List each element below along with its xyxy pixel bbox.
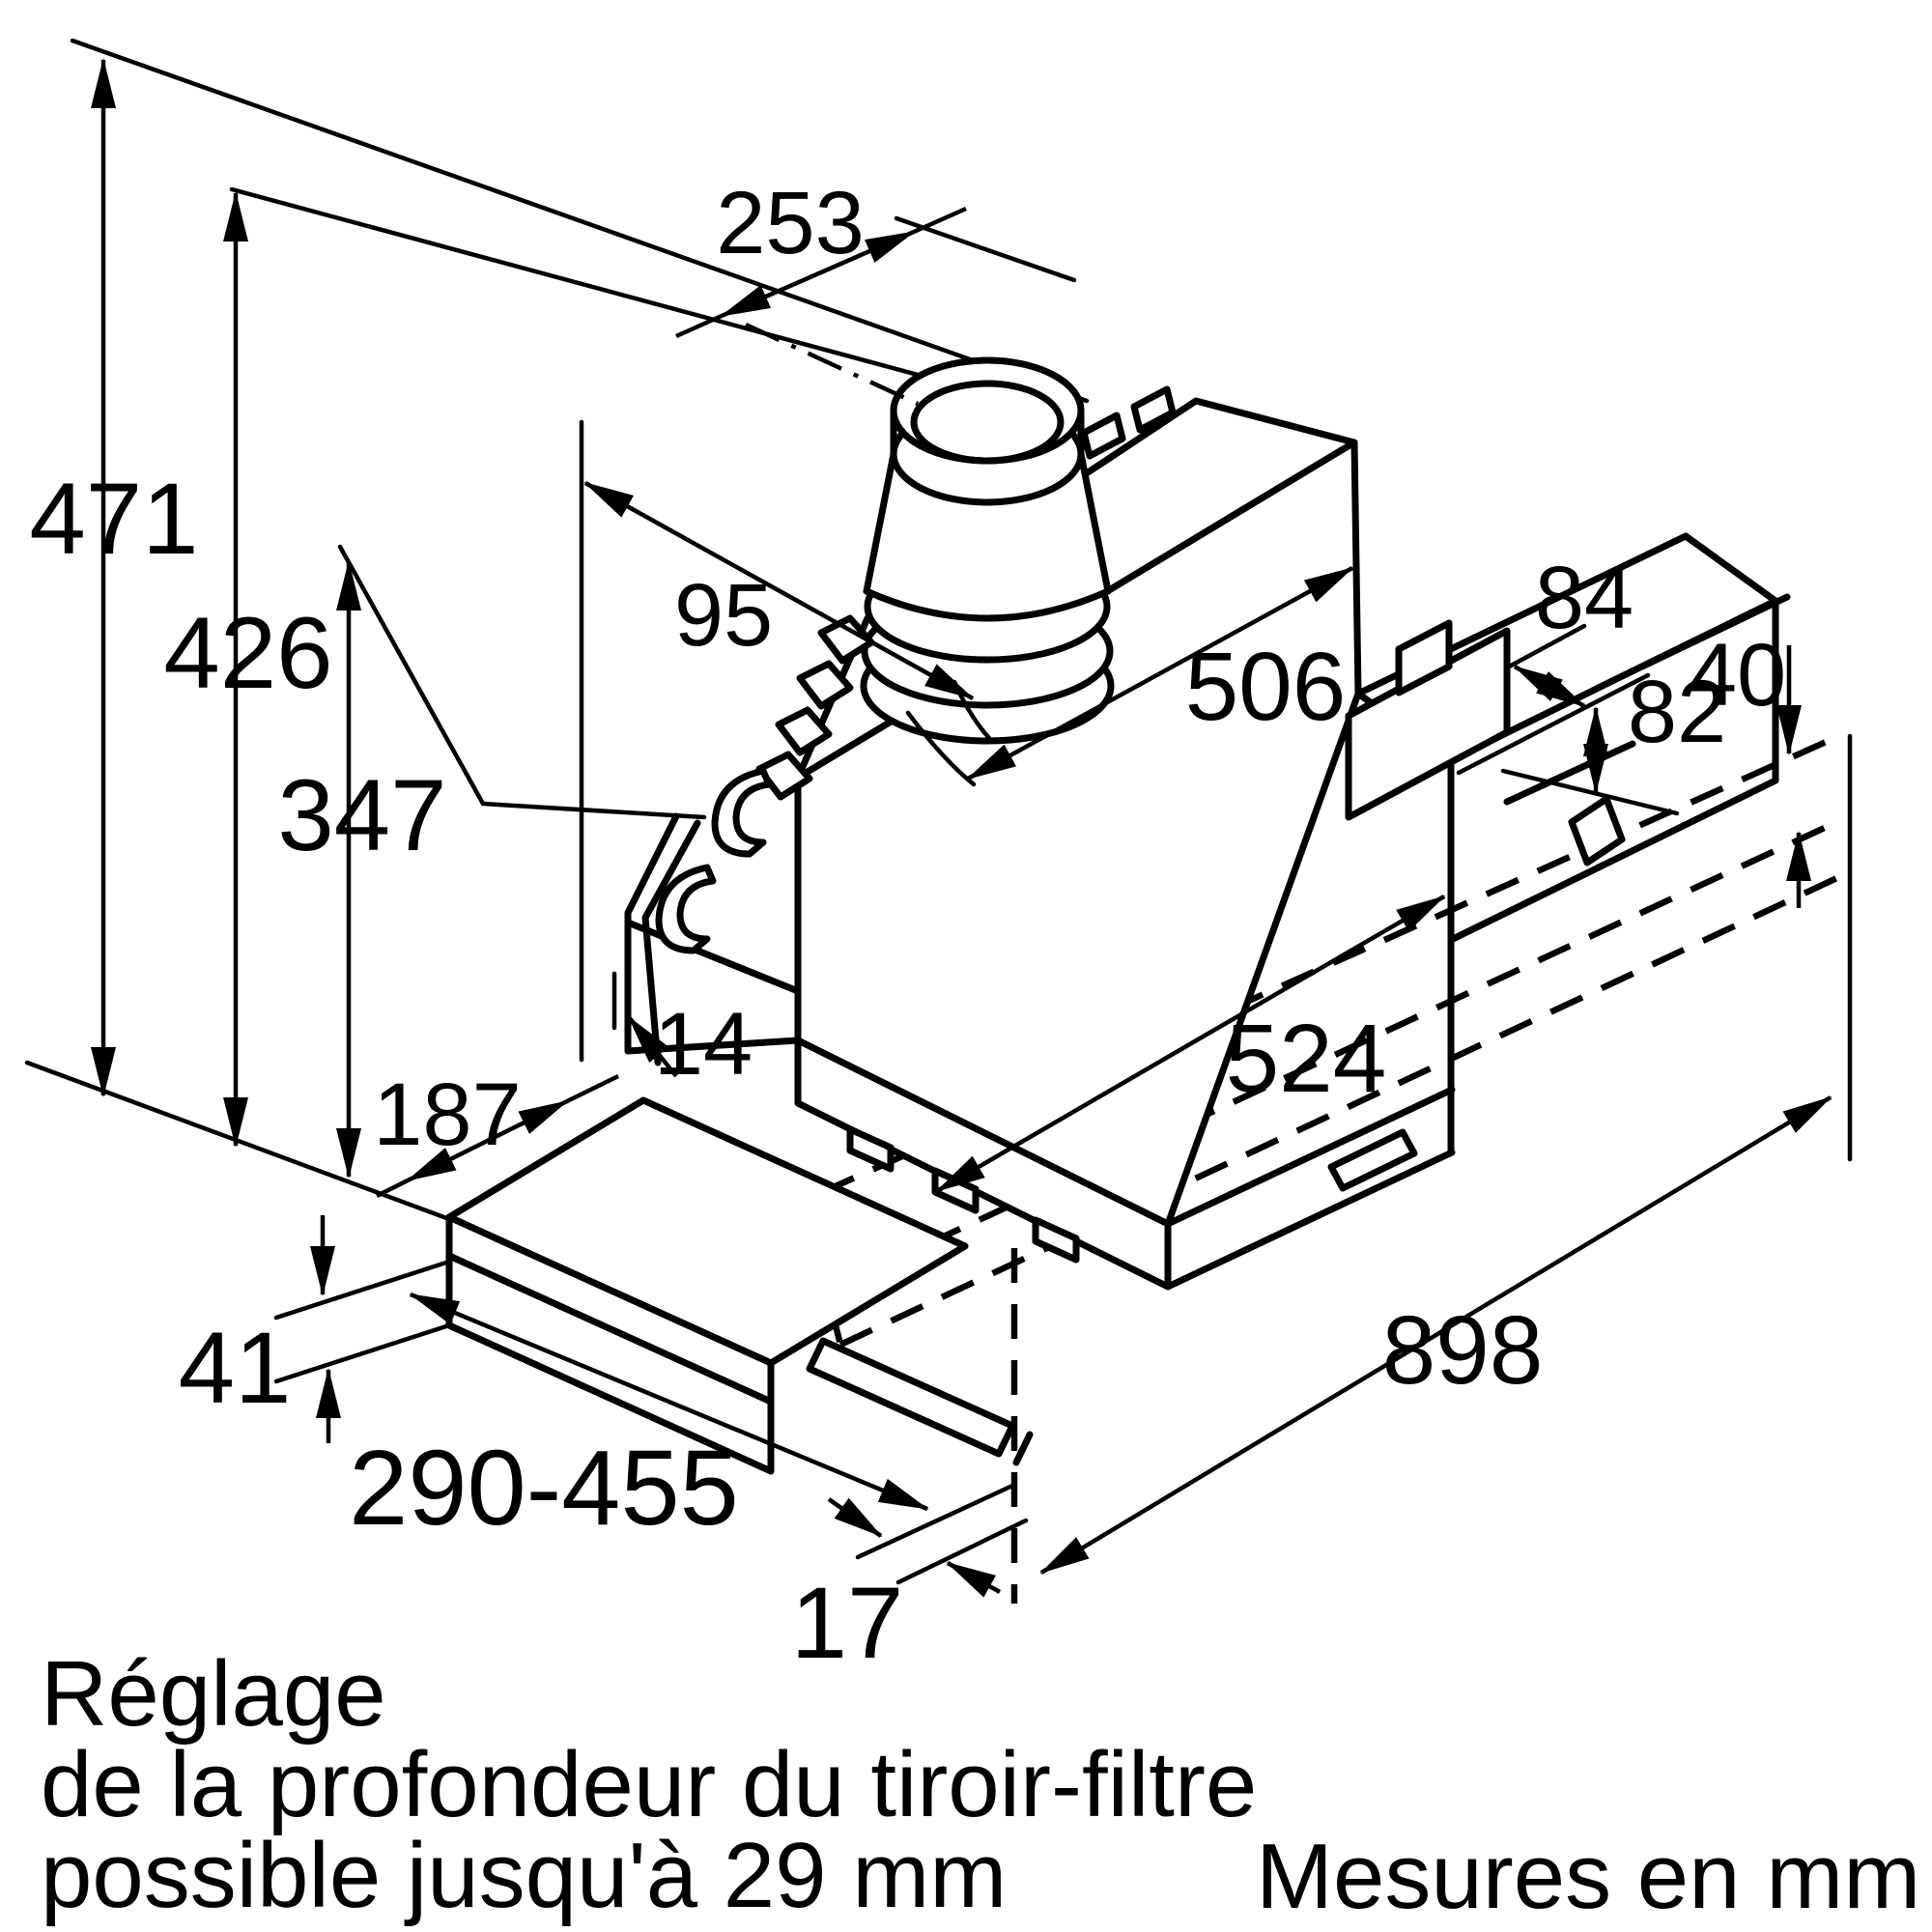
strip-extension-2 xyxy=(895,1518,1029,1585)
dimension-label-14: 14 xyxy=(654,995,753,1094)
clip-right-1 xyxy=(1080,412,1126,460)
panel-bottom-extension xyxy=(273,1322,452,1384)
dim-lower-edge-height: 347 xyxy=(277,560,447,1179)
dim-total-height: 471 xyxy=(29,58,199,1097)
dimension-label-95: 95 xyxy=(674,566,773,665)
dim-carriage-depth: 524 xyxy=(935,895,1446,1193)
dim-body-depth: 506 xyxy=(966,566,1354,781)
dimension-label-41: 41 xyxy=(179,1312,292,1425)
dim-strip-thickness: 17 xyxy=(791,1497,1002,1680)
caption-line-2: de la profondeur du tiroir-filtre xyxy=(41,1733,1257,1836)
lip-tab xyxy=(1568,795,1626,867)
dimension-label-524: 524 xyxy=(1226,1005,1387,1113)
dimension-label-506: 506 xyxy=(1185,633,1347,741)
strip-extension-1 xyxy=(855,1483,1015,1560)
dim-bracket-width: 84 xyxy=(1513,549,1634,708)
spring-hook-upper xyxy=(711,767,773,858)
clip-right-2 xyxy=(1130,385,1177,434)
bracket-width-extension-2 xyxy=(1456,672,1651,776)
captions: Réglage de la profondeur du tiroir-filtr… xyxy=(41,1642,1920,1928)
hood-body xyxy=(624,397,1791,1291)
caption-line-3: possible jusqu'à 29 mm xyxy=(41,1824,1007,1927)
clip-left-3 xyxy=(775,706,833,756)
dim-bracket-height: 82 xyxy=(1583,663,1726,794)
mounting-bracket xyxy=(1345,619,1511,821)
duct-centerline xyxy=(745,322,919,407)
dim-panel-offset: 187 xyxy=(373,1065,619,1199)
side-band-front-face xyxy=(1447,597,1779,1156)
slide-strip xyxy=(806,1337,1034,1466)
rail-bottom-front-edge xyxy=(838,872,1845,1348)
dim-duct-offset-rear: 253 xyxy=(675,174,967,339)
dimension-label-898: 898 xyxy=(1382,1296,1544,1405)
bracket-plate xyxy=(1345,627,1511,821)
lip-edges xyxy=(1503,593,1791,806)
bracket-notch xyxy=(1395,619,1453,696)
ceiling-line-outer xyxy=(70,38,1090,404)
dimension-lines: 471 426 347 253 95 506 84 82 xyxy=(29,58,1833,1680)
units-note: Mesures en mm xyxy=(1256,1825,1920,1928)
dim-front-gap: 14 xyxy=(627,995,753,1094)
dim-niche-height: 426 xyxy=(163,191,333,1148)
side-band-end-edge xyxy=(1682,532,1779,605)
dimension-label-17: 17 xyxy=(791,1567,904,1680)
collar-opening xyxy=(910,380,1065,465)
dim-duct-offset-front: 95 xyxy=(583,481,975,700)
dimension-label-187: 187 xyxy=(373,1065,522,1164)
duct-collar xyxy=(860,356,1115,745)
dimension-label-347: 347 xyxy=(277,759,446,872)
dimension-label-84: 84 xyxy=(1535,549,1634,647)
dimension-label-40: 40 xyxy=(1688,626,1786,724)
dimension-label-290-455: 290-455 xyxy=(349,1429,739,1548)
dimension-label-426: 426 xyxy=(163,597,332,710)
dim-panel-height: 41 xyxy=(179,1215,341,1443)
dimension-label-82: 82 xyxy=(1628,663,1726,761)
panel-top-extension xyxy=(273,1259,452,1321)
rail-top-front-edge xyxy=(825,816,1845,1293)
catch-tab-1 xyxy=(846,1125,895,1173)
dim-rail-height: 40 xyxy=(1688,626,1811,908)
caption-line-1: Réglage xyxy=(41,1642,386,1746)
base-slab-right-part xyxy=(1164,1086,1456,1291)
dimension-label-253: 253 xyxy=(716,174,865,272)
dim-drawer-depth-range: 290-455 xyxy=(349,1292,929,1548)
dimension-label-471: 471 xyxy=(29,463,198,576)
spring-hook-lower xyxy=(655,864,717,954)
collar-rim-top xyxy=(890,356,1085,465)
niche-corner-line xyxy=(337,544,707,820)
dim-total-width: 898 xyxy=(1039,1095,1833,1575)
